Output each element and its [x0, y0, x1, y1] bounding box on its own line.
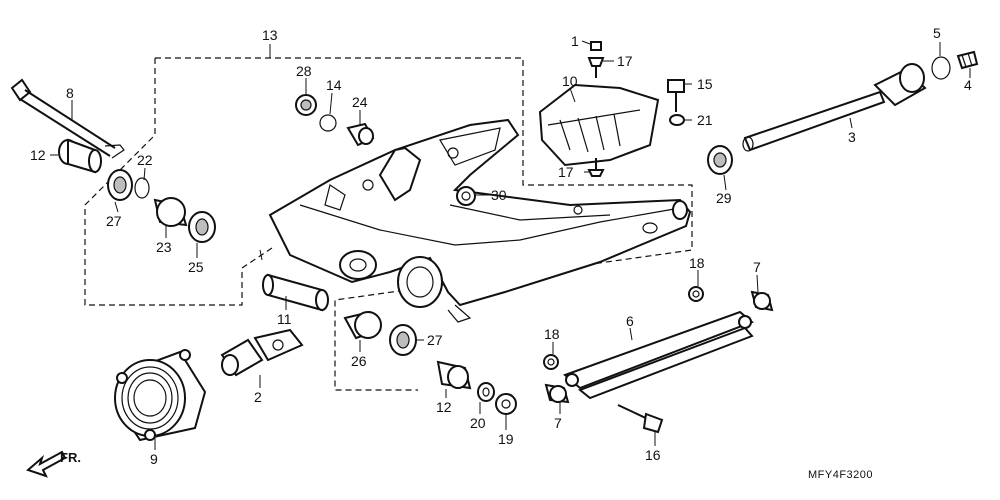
nut-19	[495, 393, 517, 415]
ring-14	[319, 114, 337, 132]
callout-28: 28	[296, 63, 312, 79]
seal-28	[295, 94, 317, 116]
sleeve-23	[153, 197, 188, 227]
callout-12-lower: 12	[436, 399, 452, 415]
leader-lines	[50, 40, 971, 450]
callout-5: 5	[933, 25, 941, 41]
callout-7-upper: 7	[753, 259, 761, 275]
bushing-24	[346, 122, 375, 147]
washer-21	[669, 114, 685, 126]
ring-5	[931, 56, 951, 80]
pivot-bolt-8	[10, 78, 125, 159]
collar-12-left	[58, 138, 102, 174]
callout-17-bottom: 17	[558, 164, 574, 180]
callout-24: 24	[352, 94, 368, 110]
callout-1: 1	[571, 33, 579, 49]
callout-25: 25	[188, 259, 204, 275]
bearing-27-left	[107, 169, 133, 201]
callout-9: 9	[150, 451, 158, 467]
callout-7-lower: 7	[554, 415, 562, 431]
callout-12-left: 12	[30, 147, 46, 163]
callout-20: 20	[470, 415, 486, 431]
bearing-26	[343, 310, 382, 340]
callout-26: 26	[351, 353, 367, 369]
bolt-15	[667, 79, 685, 112]
callout-labels: 1 2 3 4 5 6 7 7 8 9 10 11 12 12 13 14 15…	[30, 25, 972, 467]
callout-14: 14	[326, 77, 342, 93]
callout-19: 19	[498, 431, 514, 447]
callout-29: 29	[716, 190, 732, 206]
sleeve-11	[262, 273, 329, 312]
nut-18-lower	[543, 354, 559, 370]
collar-7-lower	[544, 383, 570, 404]
callout-22: 22	[137, 152, 153, 168]
callout-8: 8	[66, 85, 74, 101]
callout-10: 10	[562, 73, 578, 89]
callout-6: 6	[626, 313, 634, 329]
callout-18-upper: 18	[689, 255, 705, 271]
callout-17-top: 17	[617, 53, 633, 69]
universal-joint-2	[220, 328, 304, 377]
cap-1	[590, 41, 602, 51]
callout-4: 4	[964, 77, 972, 93]
front-direction-arrow: FR.	[26, 450, 81, 478]
bolt-16	[617, 404, 664, 434]
washer-20	[477, 382, 495, 402]
callout-30: 30	[491, 187, 507, 203]
callout-18-lower: 18	[544, 326, 560, 342]
callout-27-right: 27	[427, 332, 443, 348]
bolt-17-top	[587, 57, 605, 78]
collar-7-upper	[750, 290, 774, 312]
callout-11: 11	[277, 311, 292, 327]
assembly-outline	[84, 44, 693, 391]
diagram-code: MFY4F3200	[808, 469, 873, 481]
swingarm-body	[268, 118, 692, 323]
ring-22	[134, 177, 150, 199]
callout-15: 15	[697, 76, 713, 92]
callout-13: 13	[262, 27, 278, 43]
damper-housing-9	[114, 349, 207, 442]
drive-shaft-3	[742, 63, 927, 152]
callout-3: 3	[848, 129, 856, 145]
cap-30	[456, 186, 476, 206]
callout-16: 16	[645, 447, 661, 463]
collar-12-lower	[436, 360, 472, 390]
bearing-25	[188, 211, 216, 243]
callout-2: 2	[254, 389, 262, 405]
callout-21: 21	[697, 112, 713, 128]
spring-4	[956, 50, 979, 70]
nut-18-upper	[688, 286, 704, 302]
bearing-27-right	[389, 324, 417, 356]
callout-23: 23	[156, 239, 172, 255]
front-direction-label: FR.	[60, 450, 81, 465]
guard-10	[538, 83, 660, 167]
seal-29	[707, 145, 733, 175]
callout-27-left: 27	[106, 213, 122, 229]
bolt-17-bottom	[587, 158, 605, 177]
torque-rod-6	[563, 310, 754, 400]
